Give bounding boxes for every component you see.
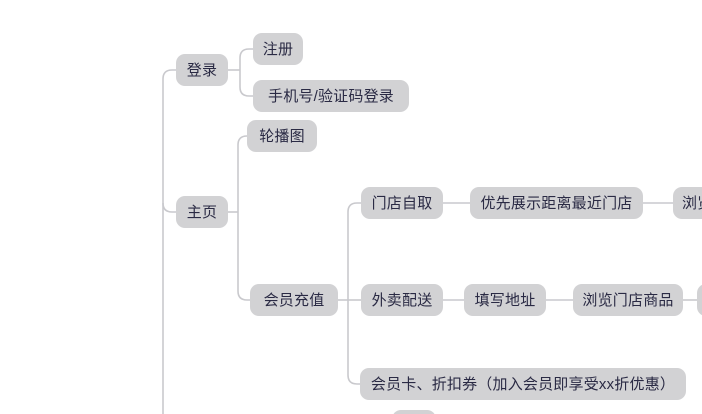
mindmap-node-home[interactable]: 主页: [176, 196, 228, 228]
mindmap-node-label: 轮播图: [259, 127, 305, 145]
mindmap-node-label: 门店自取: [371, 194, 433, 212]
edge-spine-login: [162, 69, 176, 414]
mindmap-node-login[interactable]: 登录: [176, 54, 228, 86]
mindmap-node-label: 会员充值: [263, 291, 325, 309]
mindmap-node-nearest-store[interactable]: 优先展示距离最近门店: [470, 187, 643, 219]
mindmap-node-member-recharge[interactable]: 会员充值: [250, 284, 338, 316]
mindmap-node-takeout-delivery[interactable]: 外卖配送: [361, 284, 443, 316]
mindmap-node-browse-store-goods[interactable]: 浏览门店商品: [573, 284, 683, 316]
mindmap-node-label: 浏览: [682, 194, 702, 212]
mindmap-node-label: 外卖配送: [371, 291, 433, 309]
mindmap-node-label: 填写地址: [474, 291, 536, 309]
mindmap-node-label: 登录: [186, 61, 218, 79]
mindmap-node-bottom-partial[interactable]: [392, 410, 436, 414]
mindmap-node-label: 浏览门店商品: [582, 291, 674, 309]
mindmap-node-label: 注册: [262, 40, 294, 58]
edge-login-register: [239, 48, 253, 70]
mindmap-node-phone-code-login[interactable]: 手机号/验证码登录: [253, 80, 409, 112]
mindmap-node-carousel[interactable]: 轮播图: [247, 120, 317, 152]
edge-home-member: [237, 212, 250, 301]
edge-login-phone: [239, 70, 253, 97]
mindmap-node-fill-address[interactable]: 填写地址: [464, 284, 546, 316]
edge-member-pickup: [347, 202, 361, 300]
mindmap-node-browse-partial-top[interactable]: 浏览: [673, 187, 702, 219]
mindmap-node-label: 优先展示距离最近门店: [480, 194, 633, 212]
mindmap-node-browse-partial-bottom[interactable]: [697, 284, 702, 316]
mindmap-node-store-pickup[interactable]: 门店自取: [361, 187, 443, 219]
mindmap-node-label: 手机号/验证码登录: [268, 87, 394, 105]
edge-member-card: [347, 300, 360, 385]
mindmap-node-label: 会员卡、折扣券（加入会员即享受xx折优惠）: [370, 375, 676, 393]
mindmap-node-member-card-coupon[interactable]: 会员卡、折扣券（加入会员即享受xx折优惠）: [360, 368, 686, 400]
mindmap-node-register[interactable]: 注册: [253, 33, 303, 65]
edge-spine-home: [162, 202, 176, 213]
edge-home-carousel: [237, 135, 248, 212]
mindmap-node-label: 主页: [186, 203, 218, 221]
